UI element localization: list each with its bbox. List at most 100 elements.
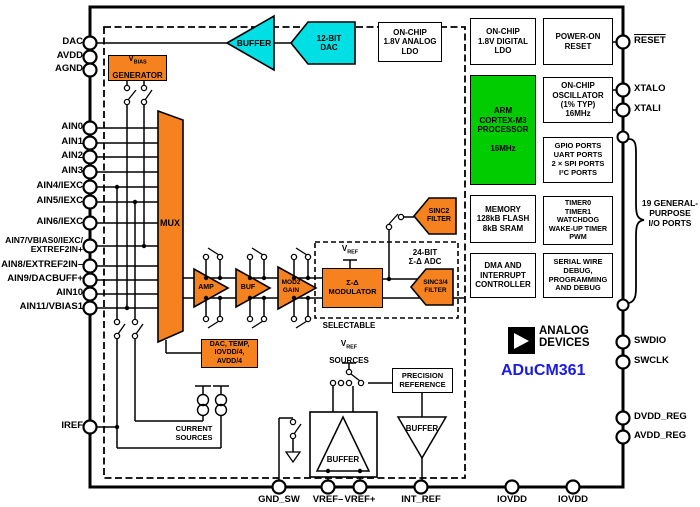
pin-label-vref–-bottom: VREF– xyxy=(312,494,344,505)
junction-dot xyxy=(217,295,223,301)
pin-ain0 xyxy=(82,120,98,136)
switch-contact xyxy=(123,98,131,106)
junction-dot xyxy=(305,275,311,281)
pin-ain2 xyxy=(82,149,98,165)
junction-dot xyxy=(261,275,267,281)
pin-label-dvdd_reg: DVDD_REG xyxy=(634,411,687,422)
pin-label-ain10: AIN10 xyxy=(56,287,83,298)
intref-buffer-label: BUFFER xyxy=(405,424,439,434)
pin-label-swdio: SWDIO xyxy=(634,335,667,346)
pin-ain5 xyxy=(82,194,98,210)
switch-lever xyxy=(117,323,126,335)
mod2-gain-triangle xyxy=(277,265,318,311)
timers-block: TIMER0 TIMER1 WATCHDOG WAKE-UP TIMER PWM xyxy=(543,196,613,245)
pin-label-ain1: AIN1 xyxy=(61,136,83,147)
pin-iovdd xyxy=(565,479,581,495)
dac-12bit-label: 12-BIT DAC xyxy=(316,33,342,52)
switch-lever xyxy=(251,247,264,256)
pin-ain8 xyxy=(82,258,98,274)
pin-label-gnd_sw-bottom: GND_SW xyxy=(258,494,300,505)
switch-contact xyxy=(202,315,210,323)
analog-section-outline xyxy=(103,26,466,479)
pin-int_ref xyxy=(413,479,429,495)
switch-lever xyxy=(388,213,399,225)
intref-buffer-triangle xyxy=(396,416,448,460)
vref-buffer-triangle xyxy=(315,415,371,472)
pin-iref xyxy=(82,419,98,435)
switch-lever xyxy=(295,320,308,329)
pin-label-avdd: AVDD xyxy=(56,50,83,61)
pin-ain11 xyxy=(82,300,98,316)
pin-label-ain11: AIN11/VBIAS1 xyxy=(19,301,83,312)
switch-contact xyxy=(385,223,393,231)
switch-contact xyxy=(304,253,312,261)
vref-label: VREF xyxy=(341,244,359,256)
switch-contact xyxy=(289,432,297,440)
junction-dot xyxy=(357,468,363,474)
switch-contact xyxy=(202,253,210,261)
junction-dot xyxy=(291,295,297,301)
pin-avdd xyxy=(82,49,98,65)
switch-lever xyxy=(207,247,220,256)
dac-buffer-triangle xyxy=(225,14,275,72)
gpio-brace xyxy=(628,138,645,304)
digital-ldo-block: ON-CHIP 1.8V DIGITAL LDO xyxy=(470,18,536,65)
pin-label-xtalo: XTALO xyxy=(634,83,666,94)
pin-ain3 xyxy=(82,164,98,180)
pin-label-reset: RESET xyxy=(634,35,666,46)
pin-ain9 xyxy=(82,272,98,288)
pin-xtalo xyxy=(615,82,631,98)
switch-lever xyxy=(135,323,144,335)
pin-label-ain9: AIN9/DACBUFF+ xyxy=(7,273,83,284)
junction-dot xyxy=(124,305,130,311)
buf-label: BUF xyxy=(240,283,256,291)
switch-lever xyxy=(251,320,264,329)
pin-avdd_reg xyxy=(615,429,631,445)
pin-label-xtali: XTALI xyxy=(634,103,661,114)
pin-reset xyxy=(615,34,631,50)
junction-dot xyxy=(114,424,120,430)
switch-contact xyxy=(260,315,268,323)
dac-temp-sources-block: DAC, TEMP, IOVDD/4, AVDD/4 xyxy=(201,339,258,368)
pin-label-dac: DAC xyxy=(62,36,83,47)
pin-ain7 xyxy=(82,238,98,254)
switch-contact xyxy=(260,253,268,261)
switch-lever xyxy=(207,320,220,329)
pin-label-ain3: AIN3 xyxy=(61,165,83,176)
junction-dot xyxy=(305,295,311,301)
dma-interrupt-block: DMA AND INTERRUPT CONTROLLER xyxy=(470,253,536,298)
switch-contact xyxy=(113,332,121,340)
pin-dvdd_reg xyxy=(615,410,631,426)
adc-24bit-label: 24-BIT Σ-Δ ADC xyxy=(408,247,442,266)
gpio-count-label: 19 GENERAL- PURPOSE I/O PORTS xyxy=(641,197,699,228)
pin-label-ain6: AIN6/IEXC xyxy=(36,216,83,227)
sinc2-pentagon xyxy=(412,197,457,235)
switch-contact xyxy=(216,253,224,261)
pin-dac xyxy=(82,35,98,51)
pin-agnd xyxy=(82,62,98,78)
memory-block: MEMORY 128kB FLASH 8kB SRAM xyxy=(470,195,536,243)
gpio-port-node-bottom xyxy=(616,298,630,312)
switch-contact xyxy=(246,253,254,261)
switch-contact xyxy=(337,379,345,387)
analog-ldo-block: ON-CHIP 1.8V ANALOG LDO xyxy=(378,22,442,62)
pin-ain6 xyxy=(82,215,98,231)
switch-lever xyxy=(293,423,302,435)
junction-dot xyxy=(114,184,120,190)
switch-contact xyxy=(304,315,312,323)
switch-contact xyxy=(357,379,365,387)
junction-dot xyxy=(261,295,267,301)
junction-dot xyxy=(247,295,253,301)
pin-label-ain7: AIN7/VBIAS0/IEXC/ EXTREF2IN+ xyxy=(5,235,83,255)
switch-contact xyxy=(140,98,148,106)
sigma-delta-modulator-block: Σ-Δ MODULATOR xyxy=(322,268,383,308)
adi-logo-triangle-icon xyxy=(514,333,529,349)
mod2-gain-label: MOD2 GAIN xyxy=(281,279,301,294)
switch-lever xyxy=(295,247,308,256)
junction-dot xyxy=(141,243,147,249)
pin-swclk xyxy=(615,354,631,370)
switch-contact xyxy=(131,318,139,326)
switch-contact xyxy=(397,213,405,221)
switch-contact xyxy=(246,315,254,323)
